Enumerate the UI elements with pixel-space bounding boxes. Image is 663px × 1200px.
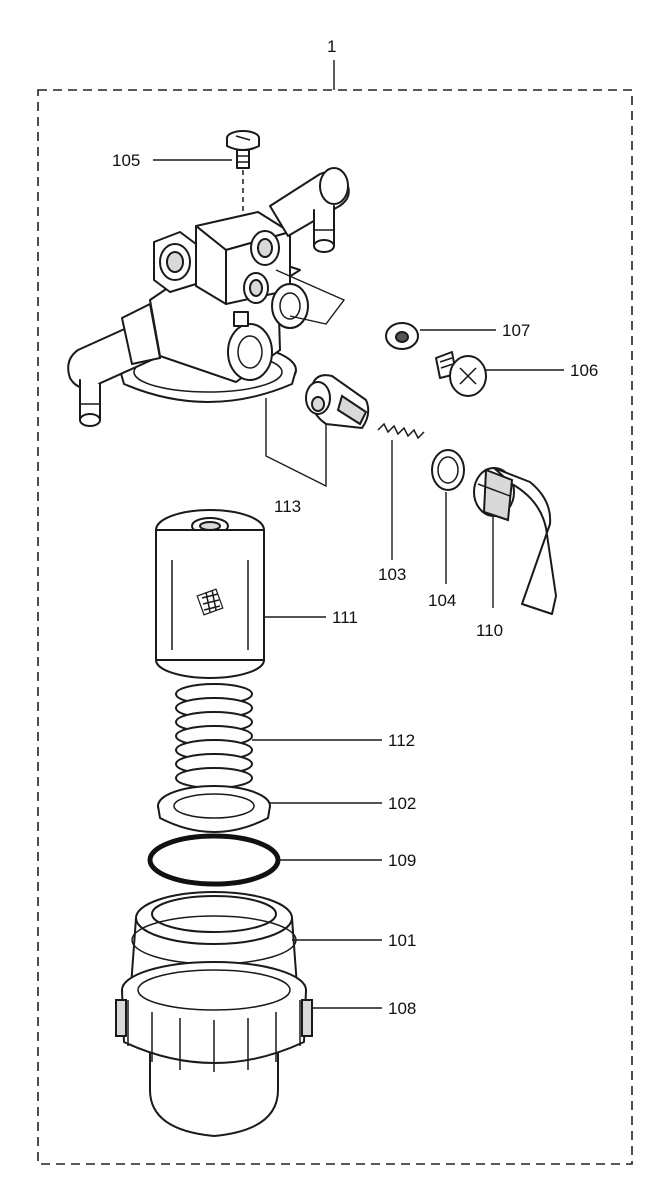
part-105-screw bbox=[226, 130, 260, 169]
callout-111: 111 bbox=[332, 608, 358, 627]
part-107-washer bbox=[385, 322, 419, 350]
part-113-valve-core bbox=[305, 374, 370, 429]
part-110-lever bbox=[473, 467, 557, 615]
part-112-spring bbox=[175, 683, 253, 789]
mesh-icon bbox=[196, 588, 224, 616]
assembly-boundary bbox=[37, 89, 633, 1165]
callout-108: 108 bbox=[388, 999, 416, 1018]
part-108-retaining-nut bbox=[115, 961, 313, 1072]
callout-109: 109 bbox=[388, 851, 416, 870]
part-109-o-ring bbox=[147, 833, 281, 887]
callout-104: 104 bbox=[428, 591, 456, 610]
callout-113: 113 bbox=[274, 497, 301, 516]
callout-110: 110 bbox=[476, 621, 503, 640]
callout-101: 101 bbox=[388, 931, 416, 950]
part-102-ring bbox=[157, 785, 271, 833]
part-104-o-ring bbox=[431, 449, 465, 491]
assembly-number: 1 bbox=[327, 37, 336, 56]
callout-103: 103 bbox=[378, 565, 406, 584]
callout-112: 112 bbox=[388, 731, 415, 750]
callout-106: 106 bbox=[570, 361, 598, 380]
callout-102: 102 bbox=[388, 794, 416, 813]
callout-107: 107 bbox=[502, 321, 530, 340]
part-106-plug-screw bbox=[435, 351, 487, 397]
callout-105: 105 bbox=[112, 151, 140, 170]
filter-head-body bbox=[67, 167, 350, 427]
part-111-filter-element bbox=[155, 509, 265, 679]
part-103-spring bbox=[377, 422, 425, 440]
